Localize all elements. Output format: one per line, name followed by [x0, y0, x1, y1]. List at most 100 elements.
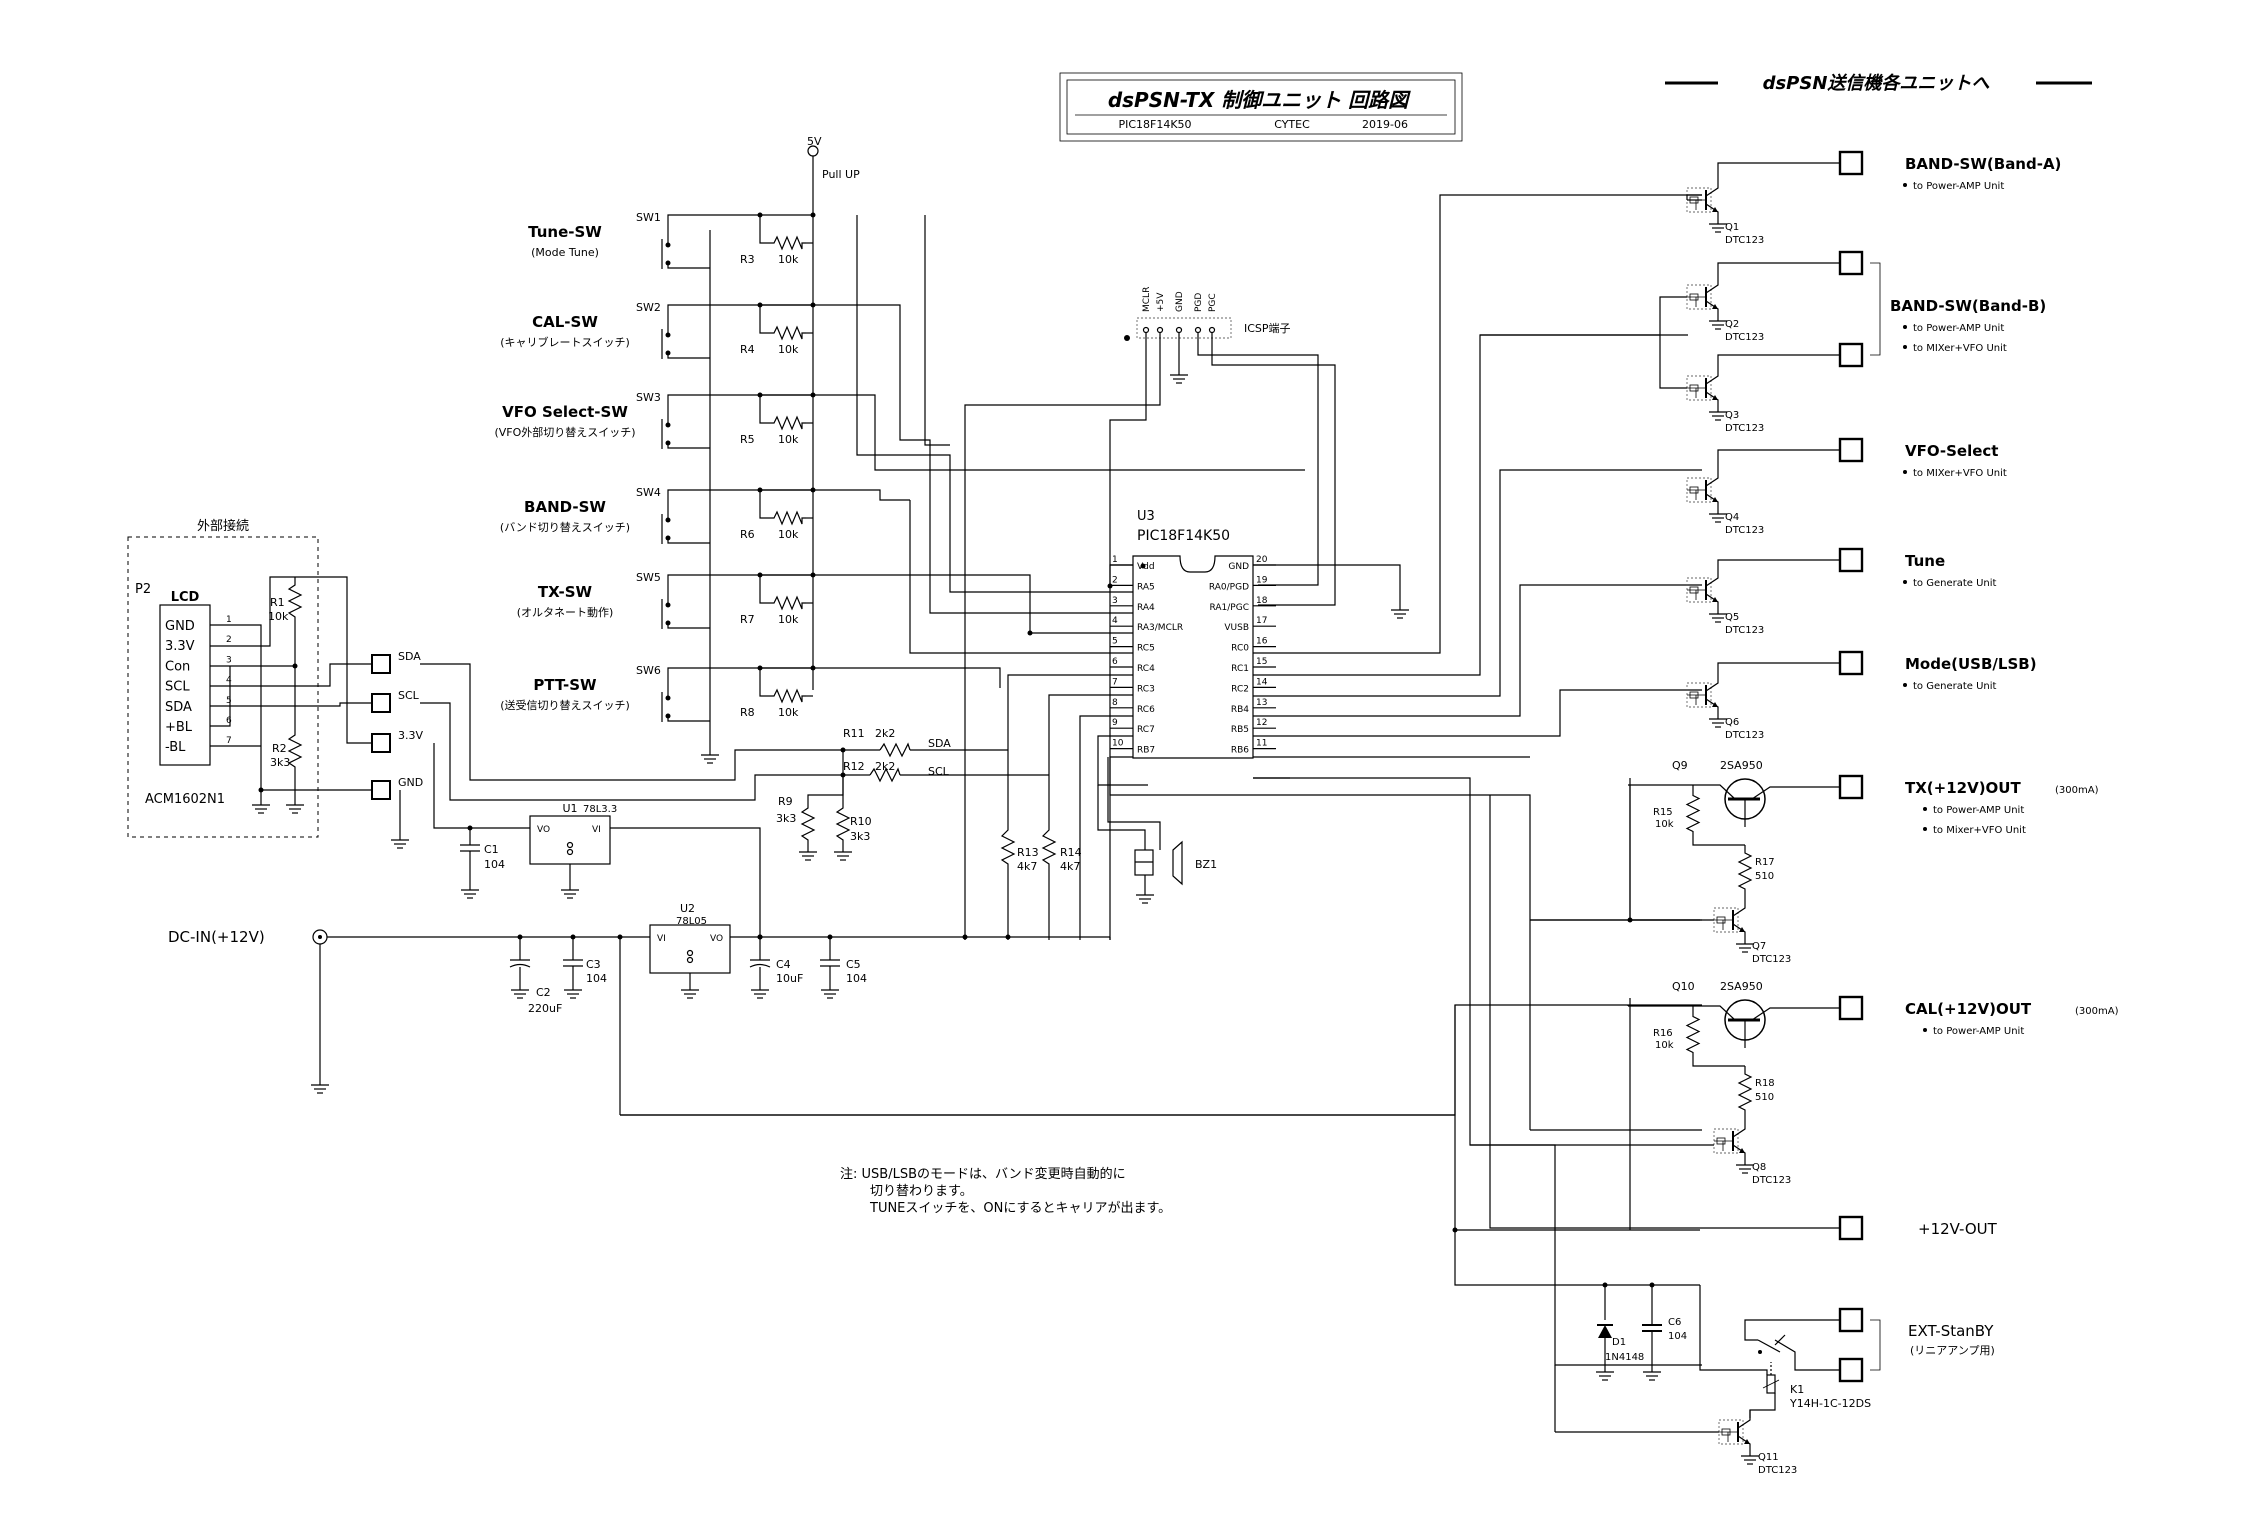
r13-ref: R13 [1017, 846, 1039, 859]
lcd-pin-name: 3.3V [165, 639, 195, 654]
cap-ref: C6 [1668, 1317, 1681, 1328]
r14-value: 4k7 [1060, 860, 1080, 873]
switch-label: TX-SW [538, 583, 593, 601]
switch-ref: SW4 [636, 486, 661, 499]
r13-value: 4k7 [1017, 860, 1037, 873]
mcu-pin-number: 10 [1112, 739, 1124, 749]
output-destination: to Power-AMP Unit [1933, 805, 2024, 816]
output-label: +12V-OUT [1918, 1220, 1998, 1238]
output-destination: (リニアアンプ用) [1910, 1344, 1995, 1357]
mcu-pin-number: 7 [1112, 677, 1118, 687]
output-label: TX(+12V)OUT [1905, 779, 2021, 797]
output-current-rating: (300mA) [2075, 1006, 2119, 1017]
output-destination: to Power-AMP Unit [1913, 323, 2004, 334]
cap-value: 104 [1668, 1331, 1687, 1342]
c2-value: 220uF [528, 1002, 562, 1015]
ground-icon [1391, 609, 1409, 619]
r14-ref: R14 [1060, 846, 1082, 859]
lcd-terminal: GND [371, 776, 423, 800]
ground-icon [1709, 223, 1727, 233]
mcu-pin-name: RC0 [1231, 644, 1249, 654]
bias-resistor-ref: R16 [1653, 1028, 1673, 1039]
mcu-pin-name: RC7 [1137, 725, 1155, 735]
output-label: VFO-Select [1905, 442, 1998, 460]
r2-value: 3k3 [270, 756, 290, 769]
mcu-pin-number: 1 [1112, 555, 1118, 565]
mcu-pin-name: RC3 [1137, 684, 1155, 694]
ground-icon [751, 989, 839, 999]
transistor-value: DTC123 [1725, 332, 1764, 343]
icsp-pin-label: +5V [1156, 292, 1166, 312]
output-destination: to Mixer+VFO Unit [1933, 825, 2026, 836]
transistor-value: DTC123 [1752, 954, 1791, 965]
title-main: dsPSN-TX 制御ユニット 回路図 [1108, 88, 1411, 112]
buzzer-bz1: BZ1 [1134, 840, 1217, 904]
pullup-resistor-ref: R6 [740, 528, 755, 541]
ground-icon [1736, 1164, 1754, 1174]
relay-ref: K1 [1790, 1383, 1804, 1396]
mcu-pin-number: 3 [1112, 596, 1118, 606]
lcd-pin-name: SCL [165, 680, 190, 695]
lcd-pin-name: -BL [165, 740, 186, 755]
mcu-pin-name: RB6 [1231, 746, 1249, 756]
series-resistor-ref: R17 [1755, 857, 1775, 868]
note-line-1: 注: USB/LSBのモードは、バンド変更時自動的に [840, 1166, 1126, 1182]
switch-sublabel: (VFO外部切り替えスイッチ) [494, 425, 635, 439]
transistor-value: DTC123 [1752, 1175, 1791, 1186]
lcd-terminal-label: 3.3V [398, 729, 423, 742]
bias-resistor-value: 10k [1655, 819, 1674, 830]
switch-label: CAL-SW [532, 313, 598, 331]
transistor-ref: Q5 [1725, 612, 1739, 623]
u1-vi: VI [592, 825, 601, 835]
sda-net: SDA [928, 737, 951, 750]
pullup-resistor-ref: R5 [740, 433, 755, 446]
title-org: CYTEC [1274, 118, 1310, 131]
pnp-value: 2SA950 [1720, 759, 1763, 772]
switch-sublabel: (オルタネート動作) [517, 605, 614, 619]
lcd-pin-number: 7 [226, 736, 232, 746]
r2-ref: R2 [272, 742, 287, 755]
c2-ref: C2 [536, 986, 551, 999]
icsp-pin: +5V [1156, 292, 1166, 338]
output-label: Mode(USB/LSB) [1905, 655, 2037, 673]
pullup-resistor-value: 10k [778, 706, 799, 719]
r1-ref: R1 [270, 596, 285, 609]
lcd-pin: -BL 7 [165, 736, 232, 755]
switch-sublabel: (バンド切り替えスイッチ) [500, 520, 630, 534]
lcd-pin-name: GND [165, 619, 195, 634]
r12-ref: R12 [843, 760, 865, 773]
ground-icon [1709, 513, 1727, 523]
series-resistor-value: 510 [1755, 1092, 1774, 1103]
mcu-pin-name: RA0/PGD [1209, 582, 1249, 592]
ground-icon [1736, 943, 1754, 953]
transistor-ref: Q7 [1752, 941, 1766, 952]
u2-ref: U2 [680, 902, 695, 915]
mcu-pin-number: 13 [1256, 698, 1267, 708]
switch-sublabel: (キャリブレートスイッチ) [500, 335, 630, 349]
ground-icon [252, 804, 304, 814]
transistor-ref: Q8 [1752, 1162, 1766, 1173]
lcd-ref: P2 [135, 582, 151, 597]
output-label: CAL(+12V)OUT [1905, 1000, 2032, 1018]
pnp-value: 2SA950 [1720, 980, 1763, 993]
mcu-wiring [856, 194, 1702, 1366]
mcu-pin-name: RB7 [1137, 746, 1155, 756]
u2-value: 78L05 [676, 916, 707, 927]
series-resistor-value: 510 [1755, 871, 1774, 882]
switch-label: VFO Select-SW [502, 403, 628, 421]
icsp-pin-label: PGC [1208, 293, 1218, 312]
mcu-pin-number: 16 [1256, 637, 1268, 647]
ground-icon [311, 1084, 329, 1094]
lcd-pin-number: 2 [226, 635, 232, 645]
